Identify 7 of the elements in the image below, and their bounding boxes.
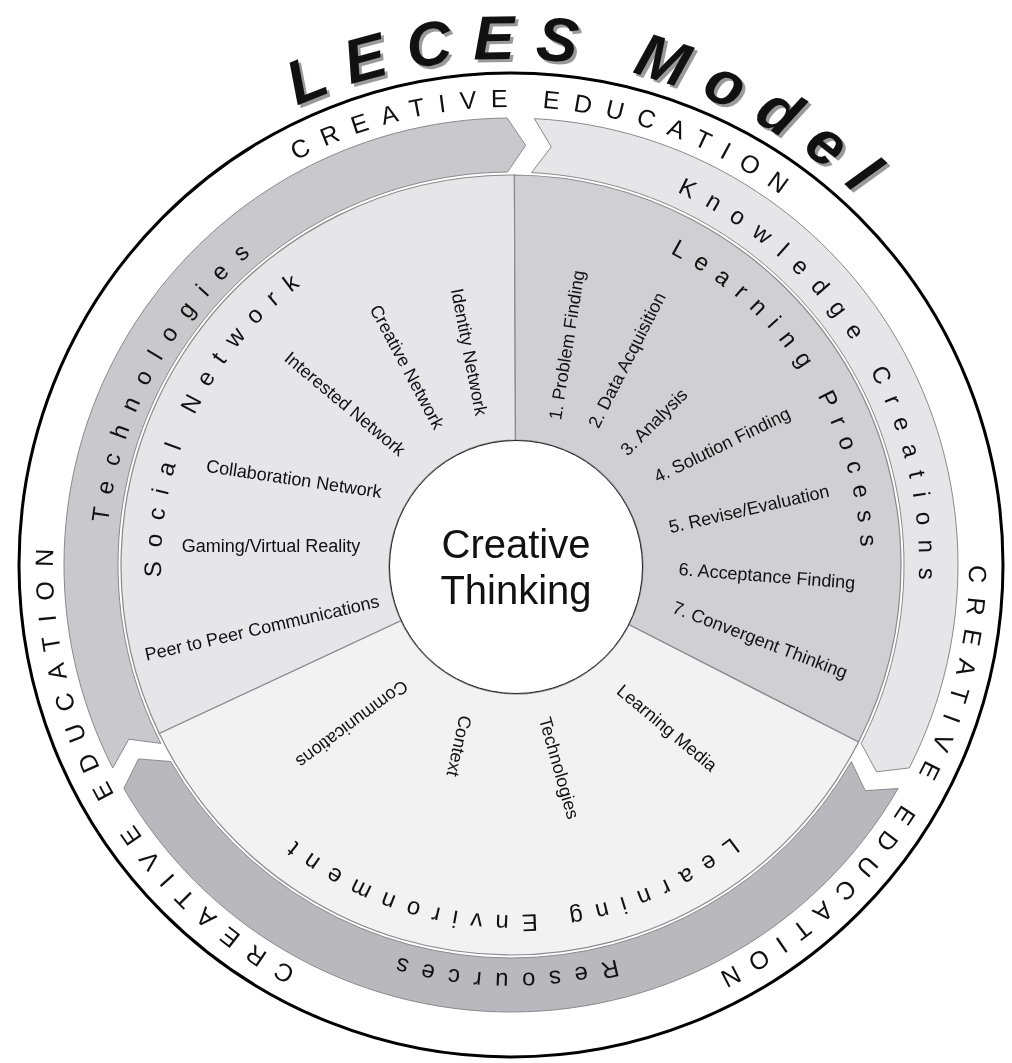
item-label: Gaming/Virtual Reality: [181, 536, 361, 556]
item-label: Context: [442, 713, 476, 779]
center-label: Creative Thinking: [439, 521, 593, 613]
item-label: 1. Problem Finding: [545, 268, 589, 422]
item-label: Identity Network: [446, 286, 492, 418]
item-label: 6. Acceptance Finding: [677, 559, 857, 593]
band-label: Resources: [379, 948, 622, 996]
